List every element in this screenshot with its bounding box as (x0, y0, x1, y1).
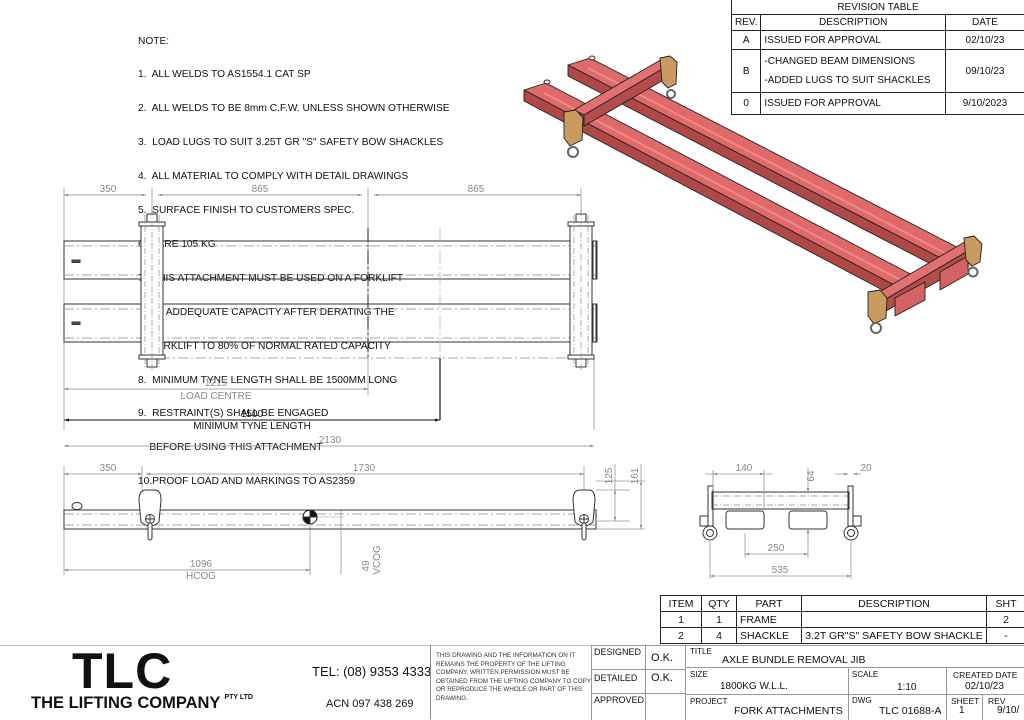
end-view (700, 468, 861, 579)
dwg-label: DWG (852, 696, 872, 705)
project-label: PROJECT (690, 697, 727, 706)
rev-value: 9/10/ (997, 705, 1019, 716)
designed-label-cell: DESIGNED (591, 645, 646, 670)
designed-label: DESIGNED (594, 647, 641, 657)
bom-header: DESCRIPTION (802, 596, 987, 612)
dwg-cell: DWG TLC 01688-A (848, 694, 947, 720)
bom-row: 1 1 FRAME 2 (661, 612, 1024, 628)
designed-value: O.K. (651, 652, 673, 664)
bom-cell (802, 612, 987, 628)
dim-label: LOAD CENTRE (180, 391, 251, 402)
dim-label: 49 (361, 560, 372, 572)
sheet-cell: SHEET 1 (946, 694, 983, 720)
project-cell: PROJECT FORK ATTACHMENTS (685, 694, 849, 720)
project-value: FORK ATTACHMENTS (734, 705, 843, 717)
dim-label: 535 (772, 565, 789, 576)
dim-label: 1500 (241, 409, 264, 420)
technical-drawing: 350 865 865 1215 LOAD CENTRE 1500 MINIMU… (0, 0, 1024, 645)
title-label: TITLE (690, 647, 712, 656)
detailed-value-cell: O.K. (645, 669, 686, 694)
approved-label: APPROVED (594, 695, 644, 705)
side-view (64, 464, 645, 575)
telephone: TEL: (08) 9353 4333 (312, 664, 431, 679)
isometric-view (524, 56, 982, 333)
bom-row: 2 4 SHACKLE 3.2T GR"S" SAFETY BOW SHACKL… (661, 628, 1024, 644)
scale-cell: SCALE 1:10 (848, 667, 947, 695)
dim-label: 250 (768, 543, 785, 554)
approved-value-cell (645, 693, 686, 720)
bom-cell: 3.2T GR"S" SAFETY BOW SHACKLE (802, 628, 987, 644)
dim-label: 1215 (205, 378, 228, 389)
bom-cell: 1 (702, 612, 737, 628)
sheet-value: 1 (959, 705, 965, 716)
size-value: 1800KG W.L.L. (720, 681, 788, 692)
dim-label: 865 (468, 184, 485, 195)
acn-number: ACN 097 438 269 (326, 698, 413, 710)
dim-label: 2130 (319, 435, 342, 446)
created-date-cell: CREATED DATE 02/10/23 (946, 667, 1024, 695)
dim-label: VCOG (372, 545, 383, 575)
scale-value: 1:10 (897, 682, 916, 693)
created-date-value: 02/10/23 (965, 681, 1004, 692)
dwg-number: TLC 01688-A (879, 705, 941, 717)
bom-cell: - (987, 628, 1024, 644)
bom-cell: SHACKLE (737, 628, 802, 644)
dim-label: 1096 (190, 559, 213, 570)
bom-cell: 1 (661, 612, 702, 628)
bom-header: PART (737, 596, 802, 612)
detailed-value: O.K. (651, 672, 673, 684)
bom-cell: 4 (702, 628, 737, 644)
sheet-label: SHEET (951, 696, 979, 706)
dim-label: HCOG (186, 571, 216, 582)
company-logo: TLC (72, 646, 172, 696)
divider (430, 645, 431, 719)
created-date-label: CREATED DATE (953, 670, 1017, 680)
detailed-label-cell: DETAILED (591, 669, 646, 694)
size-label: SIZE (690, 670, 708, 679)
dim-label: 20 (860, 463, 872, 474)
detailed-label: DETAILED (594, 673, 637, 683)
designed-value-cell: O.K. (645, 645, 686, 670)
dim-label: 161 (630, 467, 641, 484)
bom-header: QTY (702, 596, 737, 612)
bom-cell: 2 (661, 628, 702, 644)
approved-label-cell: APPROVED (591, 693, 646, 720)
title-cell: TITLE AXLE BUNDLE REMOVAL JIB (685, 645, 1024, 668)
company-name-text: THE LIFTING COMPANY (31, 694, 220, 712)
company-name: THE LIFTING COMPANY PTY LTD (31, 694, 253, 713)
copyright-notice: THIS DRAWING AND THE INFORMATION ON IT R… (436, 652, 591, 703)
rev-cell: REV 9/10/ (982, 694, 1024, 720)
scale-label: SCALE (852, 670, 878, 679)
bom-cell: FRAME (737, 612, 802, 628)
end-dimensions: 140 64 20 250 535 (736, 463, 872, 576)
company-suffix: PTY LTD (224, 694, 253, 701)
size-cell: SIZE 1800KG W.L.L. (685, 667, 849, 695)
dim-label: 1730 (353, 463, 376, 474)
plan-view (64, 188, 597, 446)
bill-of-materials: ITEM QTY PART DESCRIPTION SHT 1 1 FRAME … (660, 595, 1024, 644)
bom-header: SHT (987, 596, 1024, 612)
drawing-title: AXLE BUNDLE REMOVAL JIB (722, 654, 866, 666)
dim-label: 140 (736, 463, 753, 474)
bom-header: ITEM (661, 596, 702, 612)
dim-label: 64 (806, 470, 817, 482)
dim-label: 125 (604, 467, 615, 484)
bom-cell: 2 (987, 612, 1024, 628)
dim-label: MINIMUM TYNE LENGTH (193, 421, 311, 432)
dim-label: 350 (100, 463, 117, 474)
side-dimensions: 350 1730 1096 HCOG 49 VCOG 125 161 (100, 463, 641, 582)
dim-label: 350 (100, 184, 117, 195)
dim-label: 865 (252, 184, 269, 195)
